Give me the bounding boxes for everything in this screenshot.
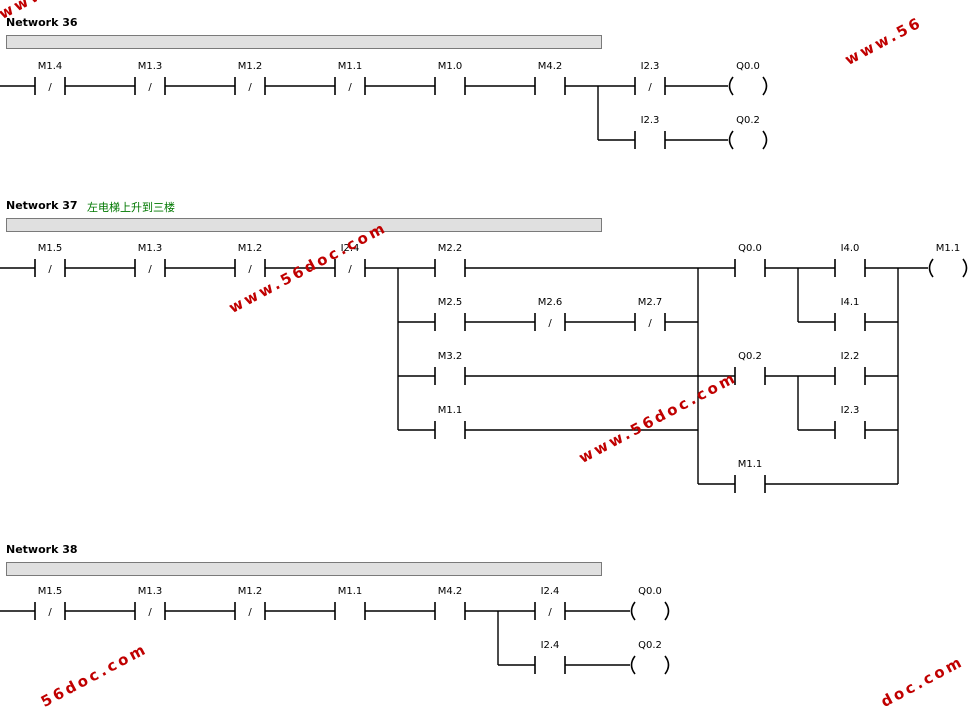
output-coil[interactable]: [728, 130, 768, 150]
contact-label: M1.4: [37, 61, 63, 72]
svg-text:/: /: [148, 607, 152, 618]
output-coil[interactable]: [928, 258, 968, 278]
no-contact[interactable]: [434, 421, 466, 439]
contact-label: M1.3: [137, 243, 163, 254]
contact-label: M1.3: [137, 61, 163, 72]
output-coil[interactable]: [728, 76, 768, 96]
svg-text:/: /: [348, 264, 352, 275]
nc-contact[interactable]: /: [134, 77, 166, 95]
contact-label: I4.0: [840, 243, 860, 254]
coil-label: Q0.0: [638, 586, 662, 597]
contact-label: I2.3: [840, 405, 860, 416]
contact-label: M2.2: [437, 243, 463, 254]
network-37-comment: 左电梯上升到三楼: [87, 201, 175, 214]
nc-contact[interactable]: /: [234, 77, 266, 95]
svg-text:/: /: [48, 82, 52, 93]
output-coil[interactable]: [630, 655, 670, 675]
contact-label: M1.1: [437, 405, 463, 416]
contact-label: M1.5: [37, 586, 63, 597]
no-contact[interactable]: [834, 367, 866, 385]
nc-contact[interactable]: /: [634, 313, 666, 331]
network-37-comment-bar[interactable]: [6, 218, 602, 232]
no-contact[interactable]: [834, 259, 866, 277]
contact-label: M1.2: [237, 243, 263, 254]
nc-contact[interactable]: /: [34, 259, 66, 277]
no-contact[interactable]: [434, 77, 466, 95]
no-contact[interactable]: [834, 313, 866, 331]
no-contact[interactable]: [434, 259, 466, 277]
contact-label: I2.4: [340, 243, 360, 254]
contact-label: M3.2: [437, 351, 463, 362]
coil-label: Q0.2: [736, 115, 760, 126]
svg-text:/: /: [48, 264, 52, 275]
coil-label: Q0.2: [638, 640, 662, 651]
svg-text:/: /: [548, 318, 552, 329]
svg-text:/: /: [248, 607, 252, 618]
output-coil[interactable]: [630, 601, 670, 621]
nc-contact[interactable]: /: [334, 77, 366, 95]
contact-label: I2.3: [640, 115, 660, 126]
network-36-title: Network 36: [6, 16, 78, 29]
no-contact[interactable]: [734, 259, 766, 277]
svg-text:/: /: [148, 82, 152, 93]
nc-contact[interactable]: /: [234, 602, 266, 620]
contact-label: I2.4: [540, 640, 560, 651]
contact-label: M2.7: [637, 297, 663, 308]
no-contact[interactable]: [834, 421, 866, 439]
nc-contact[interactable]: /: [34, 77, 66, 95]
no-contact[interactable]: [734, 475, 766, 493]
nc-contact[interactable]: /: [34, 602, 66, 620]
nc-contact[interactable]: /: [134, 602, 166, 620]
contact-label: M1.0: [437, 61, 463, 72]
contact-label: Q0.0: [738, 243, 762, 254]
contact-label: I2.4: [540, 586, 560, 597]
contact-label: Q0.2: [738, 351, 762, 362]
svg-text:/: /: [648, 82, 652, 93]
no-contact[interactable]: [434, 313, 466, 331]
svg-text:/: /: [548, 607, 552, 618]
contact-label: I2.3: [640, 61, 660, 72]
nc-contact[interactable]: /: [234, 259, 266, 277]
nc-contact[interactable]: /: [334, 259, 366, 277]
nc-contact[interactable]: /: [534, 313, 566, 331]
svg-text:/: /: [148, 264, 152, 275]
network-36-comment-bar[interactable]: [6, 35, 602, 49]
contact-label: M1.1: [737, 459, 763, 470]
nc-contact[interactable]: /: [134, 259, 166, 277]
contact-label: M2.5: [437, 297, 463, 308]
contact-label: I4.1: [840, 297, 860, 308]
no-contact[interactable]: [334, 602, 366, 620]
nc-contact[interactable]: /: [534, 602, 566, 620]
contact-label: M1.2: [237, 61, 263, 72]
network-38-comment-bar[interactable]: [6, 562, 602, 576]
contact-label: M1.5: [37, 243, 63, 254]
contact-label: I2.2: [840, 351, 860, 362]
contact-label: M1.1: [337, 586, 363, 597]
coil-label: Q0.0: [736, 61, 760, 72]
contact-label: M4.2: [437, 586, 463, 597]
no-contact[interactable]: [434, 602, 466, 620]
no-contact[interactable]: [534, 77, 566, 95]
network-37-title: Network 37: [6, 199, 78, 212]
nc-contact[interactable]: /: [634, 77, 666, 95]
svg-text:/: /: [248, 82, 252, 93]
coil-label: M1.1: [935, 243, 961, 254]
no-contact[interactable]: [634, 131, 666, 149]
svg-text:/: /: [348, 82, 352, 93]
network-38-title: Network 38: [6, 543, 78, 556]
no-contact[interactable]: [534, 656, 566, 674]
contact-label: M1.1: [337, 61, 363, 72]
no-contact[interactable]: [434, 367, 466, 385]
svg-text:/: /: [48, 607, 52, 618]
contact-label: M2.6: [537, 297, 563, 308]
contact-label: M1.2: [237, 586, 263, 597]
contact-label: M1.3: [137, 586, 163, 597]
svg-text:/: /: [648, 318, 652, 329]
contact-label: M4.2: [537, 61, 563, 72]
svg-text:/: /: [248, 264, 252, 275]
